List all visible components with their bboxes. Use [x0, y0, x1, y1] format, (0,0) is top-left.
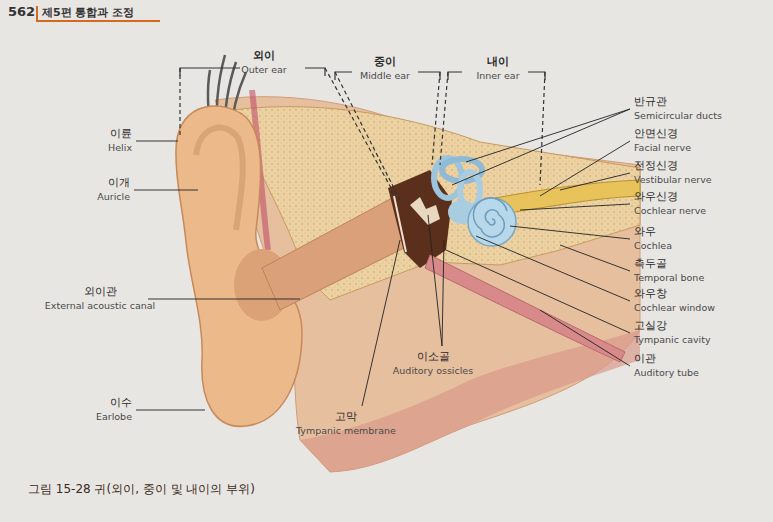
- english-label: Auditory tube: [634, 367, 699, 378]
- part-label: 외이: [253, 49, 275, 62]
- english-label: Earlobe: [96, 411, 132, 422]
- region-brackets: [180, 68, 545, 200]
- part-label: 외이관: [84, 285, 117, 298]
- tympanic-membrane: [394, 196, 406, 252]
- part-label: 이소골: [417, 350, 450, 363]
- page-header: 제5편 통합과 조정: [42, 6, 134, 19]
- part-label: 와우신경: [634, 190, 678, 203]
- soft-tissue: [300, 330, 640, 472]
- part-label: 측두골: [634, 257, 667, 270]
- auditory-tube: [425, 255, 625, 362]
- english-label: External acoustic canal: [40, 300, 160, 311]
- tympanic-cavity: [388, 170, 452, 268]
- english-label: Vestibular nerve: [634, 174, 712, 185]
- english-label: Auditory ossicles: [393, 365, 473, 376]
- part-label: 이수: [110, 396, 132, 409]
- part-label: 이관: [634, 352, 656, 365]
- part-label: 반규관: [634, 95, 667, 108]
- nerve: [495, 180, 640, 214]
- part-label: 내이: [487, 55, 509, 68]
- head-tissue: [215, 97, 640, 472]
- ear-canal: [262, 198, 404, 310]
- leader-lines: [134, 109, 630, 410]
- figure-caption: 그림 15-28 귀(외이, 중이 및 내이의 부위): [28, 482, 255, 496]
- antihelix: [196, 128, 243, 230]
- english-label: Auricle: [97, 191, 130, 202]
- part-label: 이개: [108, 176, 130, 189]
- english-label: Facial nerve: [634, 142, 691, 153]
- english-label: Cochlear nerve: [634, 205, 706, 216]
- english-label: Outer ear: [241, 64, 287, 75]
- english-label: Cochlear window: [634, 302, 715, 313]
- ossicles: [410, 197, 440, 225]
- part-label: 고막: [335, 410, 357, 423]
- part-label: 중이: [374, 55, 396, 68]
- part-label: 전정신경: [634, 159, 678, 172]
- english-label: Helix: [108, 142, 132, 153]
- part-label: 와우: [634, 225, 656, 238]
- english-label: Tympanic cavity: [634, 334, 711, 345]
- cochlea-spiral: [473, 198, 507, 237]
- header-rule: [37, 6, 160, 21]
- english-label: Cochlea: [634, 240, 672, 251]
- cochlea: [468, 198, 516, 246]
- english-label: Temporal bone: [634, 272, 704, 283]
- english-label: Tympanic membrane: [296, 425, 396, 436]
- part-label: 와우창: [634, 287, 667, 300]
- english-label: Inner ear: [476, 70, 519, 81]
- page-header: 562: [8, 4, 35, 20]
- part-label: 안면신경: [634, 127, 678, 140]
- english-label: Semicircular ducts: [634, 110, 722, 121]
- part-label: 이륜: [110, 127, 132, 140]
- part-label: 고실강: [634, 319, 667, 332]
- english-label: Middle ear: [360, 70, 410, 81]
